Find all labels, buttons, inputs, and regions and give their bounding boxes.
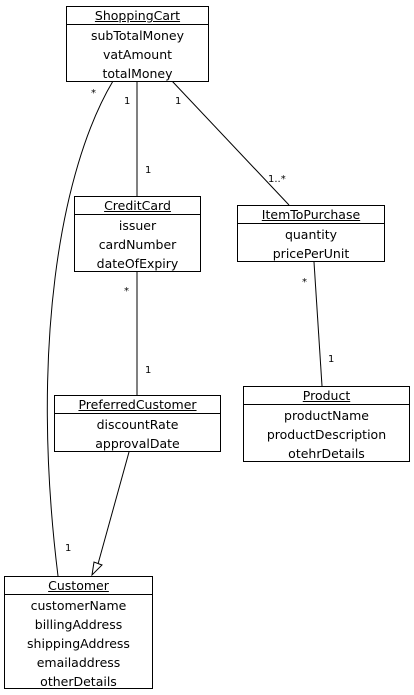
generalization-arrowhead [91, 561, 103, 577]
attribute: vatAmount [102, 47, 173, 62]
class-product: Product productName productDescription o… [243, 386, 410, 462]
multiplicity-cart-item-target: 1..* [268, 174, 286, 185]
multiplicity-cart-creditcard-source: 1 [124, 96, 131, 107]
multiplicity-item-product-source: * [302, 277, 307, 288]
class-credit-card: CreditCard issuer cardNumber dateOfExpir… [74, 196, 201, 272]
attribute: pricePerUnit [272, 246, 350, 261]
attribute: otherDetails [40, 674, 117, 689]
class-name: PreferredCustomer [55, 396, 220, 414]
multiplicity-creditcard-preferred-source: * [124, 286, 129, 297]
class-name: ItemToPurchase [238, 206, 384, 224]
attribute: totalMoney [102, 66, 173, 81]
multiplicity-cart-customer-target: 1 [65, 543, 72, 554]
generalization-line [97, 451, 130, 565]
attribute: discountRate [96, 417, 179, 432]
attribute: emailaddress [36, 655, 121, 670]
multiplicity-cart-customer-source: * [91, 88, 96, 99]
class-name: ShoppingCart [67, 7, 208, 25]
multiplicity-creditcard-preferred-target: 1 [145, 365, 152, 376]
association-item-product [313, 261, 323, 387]
attribute: customerName [30, 598, 127, 613]
class-name: Customer [5, 577, 152, 595]
class-customer: Customer customerName billingAddress shi… [4, 576, 153, 689]
association-cart-customer [46, 80, 114, 577]
class-shopping-cart: ShoppingCart subTotalMoney vatAmount tot… [66, 6, 209, 82]
attribute: dateOfExpiry [96, 256, 179, 271]
multiplicity-cart-creditcard-target: 1 [145, 165, 152, 176]
attribute: approvalDate [95, 436, 180, 451]
attribute: quantity [284, 227, 338, 242]
attribute: shippingAddress [27, 636, 130, 651]
attribute: cardNumber [98, 237, 177, 252]
attribute: billingAddress [34, 617, 123, 632]
multiplicity-item-product-target: 1 [328, 354, 335, 365]
attribute: otehrDetails [288, 446, 365, 461]
class-preferred-customer: PreferredCustomer discountRate approvalD… [54, 395, 221, 452]
class-name: Product [244, 387, 409, 405]
attribute: productName [284, 408, 369, 423]
attribute: subTotalMoney [90, 28, 184, 43]
attribute: productDescription [266, 427, 387, 442]
class-name: CreditCard [75, 197, 200, 215]
multiplicity-cart-item-source: 1 [175, 96, 182, 107]
class-item-to-purchase: ItemToPurchase quantity pricePerUnit [237, 205, 385, 262]
association-cart-item [171, 80, 290, 206]
attribute: issuer [118, 218, 157, 233]
